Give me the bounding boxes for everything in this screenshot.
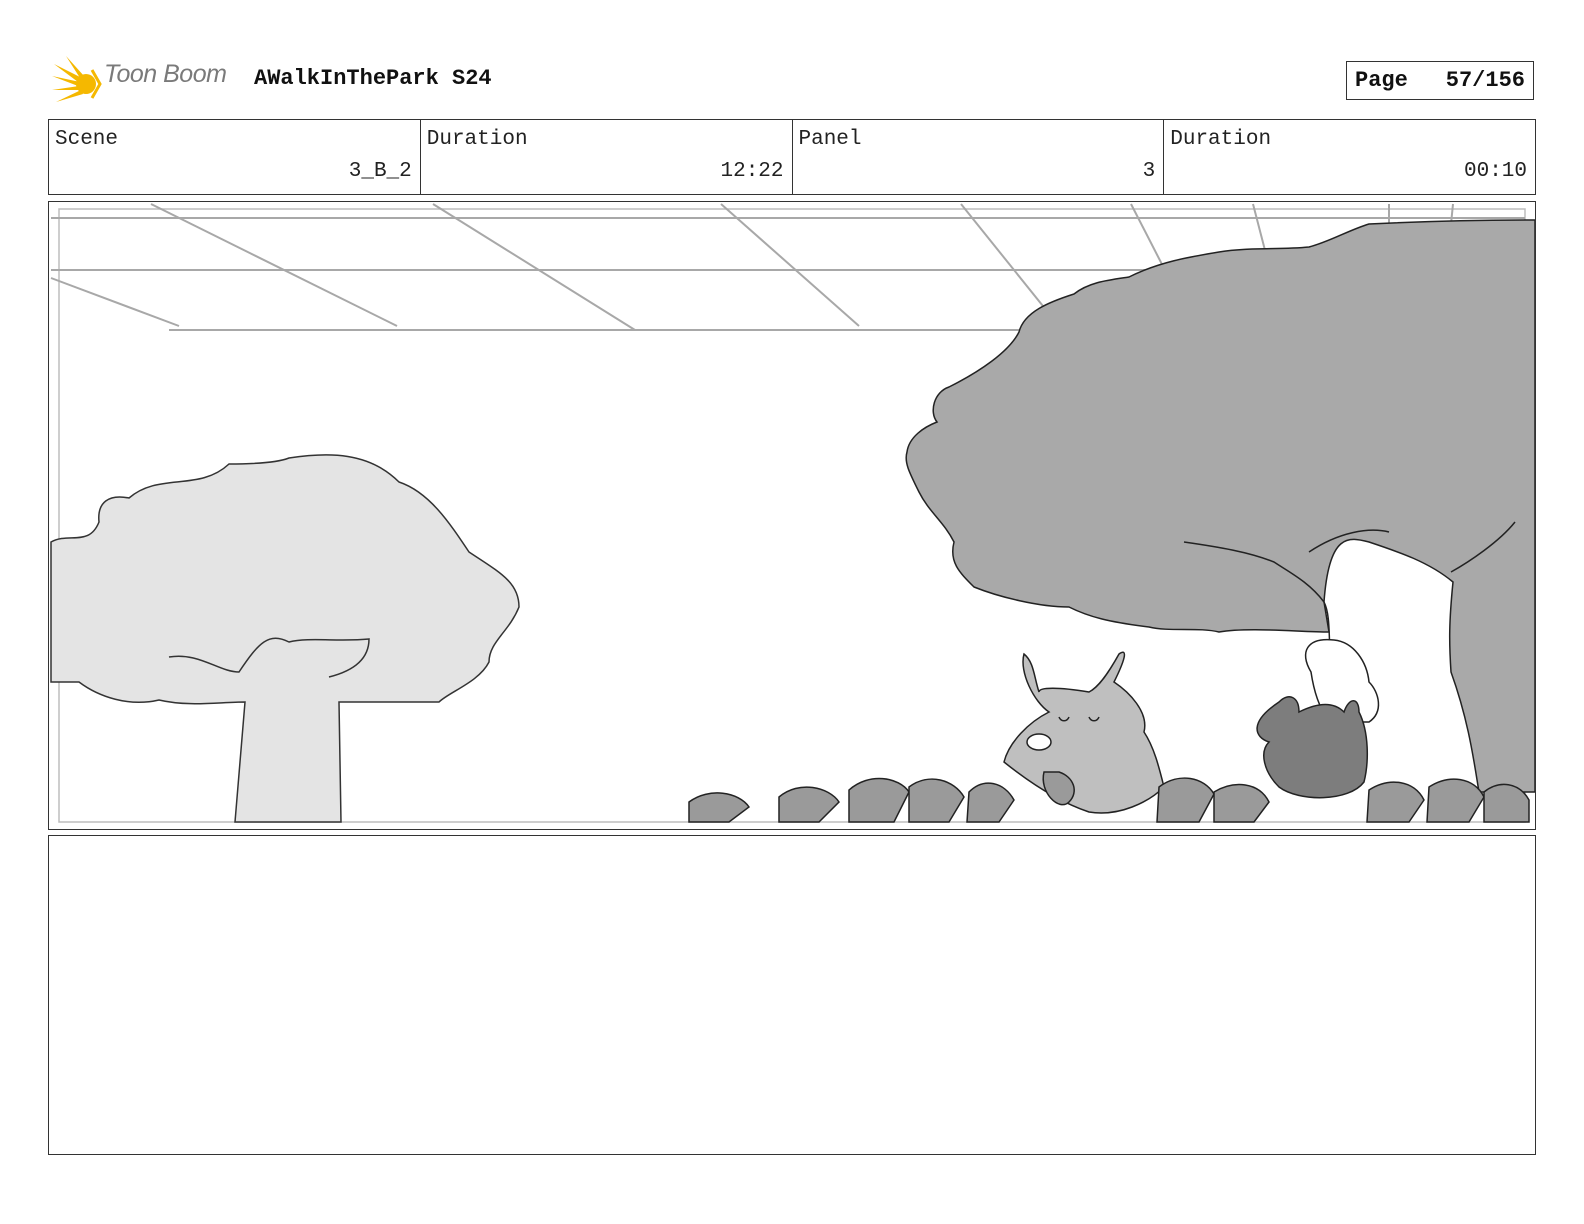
- scene-cell: Scene 3_B_2: [49, 120, 421, 194]
- scene-info-table: Scene 3_B_2 Duration 12:22 Panel 3 Durat…: [48, 119, 1536, 195]
- page-label: Page: [1355, 68, 1408, 93]
- panel-duration-cell: Duration 00:10: [1164, 120, 1535, 194]
- panel-cell: Panel 3: [793, 120, 1165, 194]
- right-tree: [905, 219, 1535, 793]
- logo-text: Toon Boom: [104, 60, 227, 88]
- dog-character-small: [1256, 696, 1369, 799]
- scene-duration-label: Duration: [426, 128, 528, 151]
- scene-value: 3_B_2: [348, 160, 412, 183]
- panel-drawing: [50, 203, 1535, 823]
- panel-duration-value: 00:10: [1463, 160, 1527, 183]
- panel-duration-label: Duration: [1170, 128, 1272, 151]
- dog-character-large: [1003, 651, 1165, 814]
- panel-notes-area: [48, 835, 1536, 1155]
- toon-boom-logo-icon: [52, 56, 102, 102]
- scene-label: Scene: [55, 128, 119, 151]
- project-title: AWalkInThePark S24: [254, 66, 492, 91]
- page-indicator: Page 57/156: [1346, 61, 1534, 100]
- dog-crowd: [688, 777, 1530, 823]
- panel-value: 3: [1142, 160, 1156, 183]
- left-tree: [50, 454, 520, 823]
- scene-duration-value: 12:22: [720, 160, 784, 183]
- storyboard-panel: [48, 201, 1536, 830]
- scene-duration-cell: Duration 12:22: [421, 120, 793, 194]
- page-number: 57/156: [1445, 68, 1525, 93]
- panel-label: Panel: [798, 128, 862, 151]
